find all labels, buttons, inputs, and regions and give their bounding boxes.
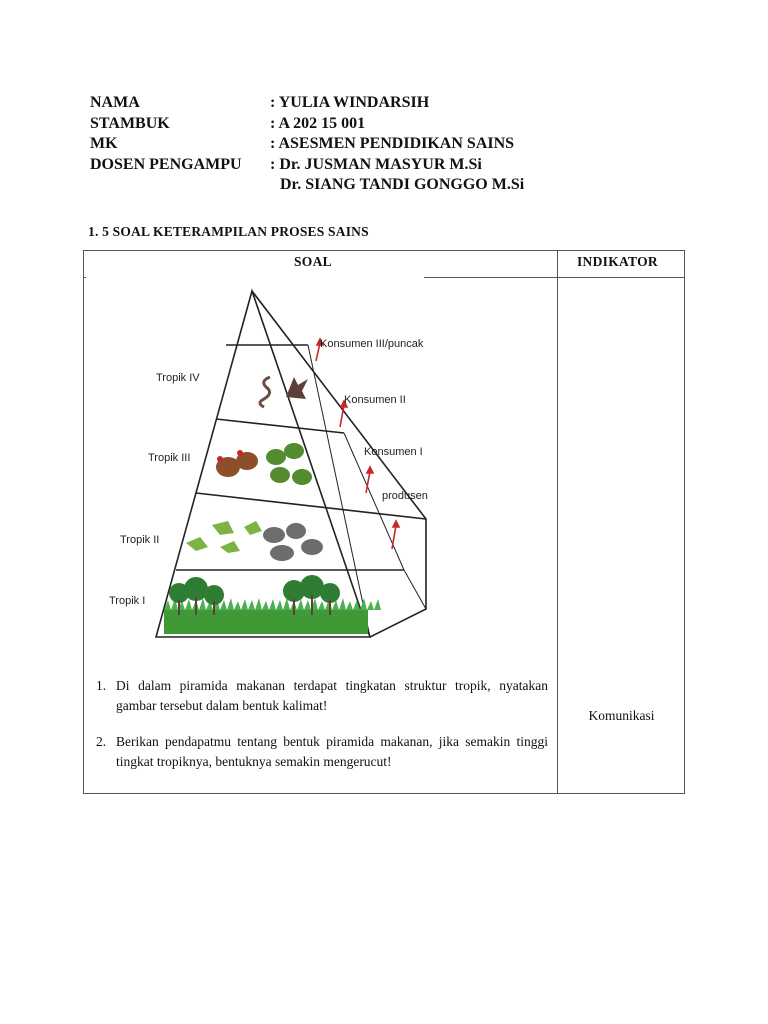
herbivores-icon	[186, 521, 323, 561]
energy-arrows	[315, 337, 401, 550]
consumers-icon	[216, 443, 312, 485]
column-divider	[557, 251, 558, 793]
level-label: Konsumen III/puncak	[320, 338, 424, 350]
info-key: NAMA	[90, 94, 140, 111]
column-header-soal: SOAL	[294, 254, 332, 269]
section-title: 1. 5 SOAL KETERAMPILAN PROSES SAINS	[88, 224, 369, 239]
header-rule	[424, 277, 557, 278]
question-number: 2.	[96, 734, 107, 749]
tropik-label: Tropik III	[148, 452, 190, 464]
header-rule	[557, 277, 684, 278]
student-info: NAMA : YULIA WINDARSIH STAMBUK : A 202 1…	[90, 93, 524, 196]
level-label: Konsumen II	[344, 394, 406, 406]
info-row-stambuk: STAMBUK : A 202 15 001	[90, 114, 524, 135]
question-text: Di dalam piramida makanan terdapat tingk…	[116, 678, 548, 713]
tropik-label: Tropik IV	[156, 372, 200, 384]
info-value: : YULIA WINDARSIH	[270, 94, 430, 111]
column-header-indikator: INDIKATOR	[577, 254, 658, 269]
food-pyramid-figure: Tropik IV Tropik III Tropik II Tropik I …	[109, 288, 428, 638]
info-dosen-2: Dr. SIANG TANDI GONGGO M.Si	[280, 176, 525, 193]
level-label: produsen	[382, 490, 428, 502]
info-row-mk: MK : ASESMEN PENDIDIKAN SAINS	[90, 134, 524, 155]
level-label: Konsumen I	[364, 446, 423, 458]
trees-grass-icon	[164, 575, 381, 634]
info-row-dosen: DOSEN PENGAMPU : Dr. JUSMAN MASYUR M.Si	[90, 155, 524, 176]
predators-icon	[258, 375, 308, 409]
question-table: SOAL INDIKATOR	[83, 250, 685, 794]
question-item: 1. Di dalam piramida makanan terdapat ti…	[96, 676, 548, 716]
info-key: DOSEN PENGAMPU	[90, 155, 242, 173]
question-item: 2. Berikan pendapatmu tentang bentuk pir…	[96, 732, 548, 772]
tropik-label: Tropik I	[109, 595, 145, 607]
info-value: : Dr. JUSMAN MASYUR M.Si	[270, 155, 482, 173]
info-row-nama: NAMA : YULIA WINDARSIH	[90, 93, 524, 114]
tropik-label: Tropik II	[120, 534, 159, 546]
pyramid-outline	[154, 288, 427, 638]
header-rule	[84, 277, 86, 278]
question-list: 1. Di dalam piramida makanan terdapat ti…	[96, 676, 548, 788]
question-number: 1.	[96, 678, 107, 693]
info-value: : ASESMEN PENDIDIKAN SAINS	[270, 135, 515, 152]
info-key: MK	[90, 135, 118, 152]
info-value: : A 202 15 001	[270, 114, 366, 132]
question-text: Berikan pendapatmu tentang bentuk pirami…	[116, 734, 548, 769]
info-key: STAMBUK	[90, 114, 170, 132]
indikator-value: Komunikasi	[588, 708, 655, 723]
